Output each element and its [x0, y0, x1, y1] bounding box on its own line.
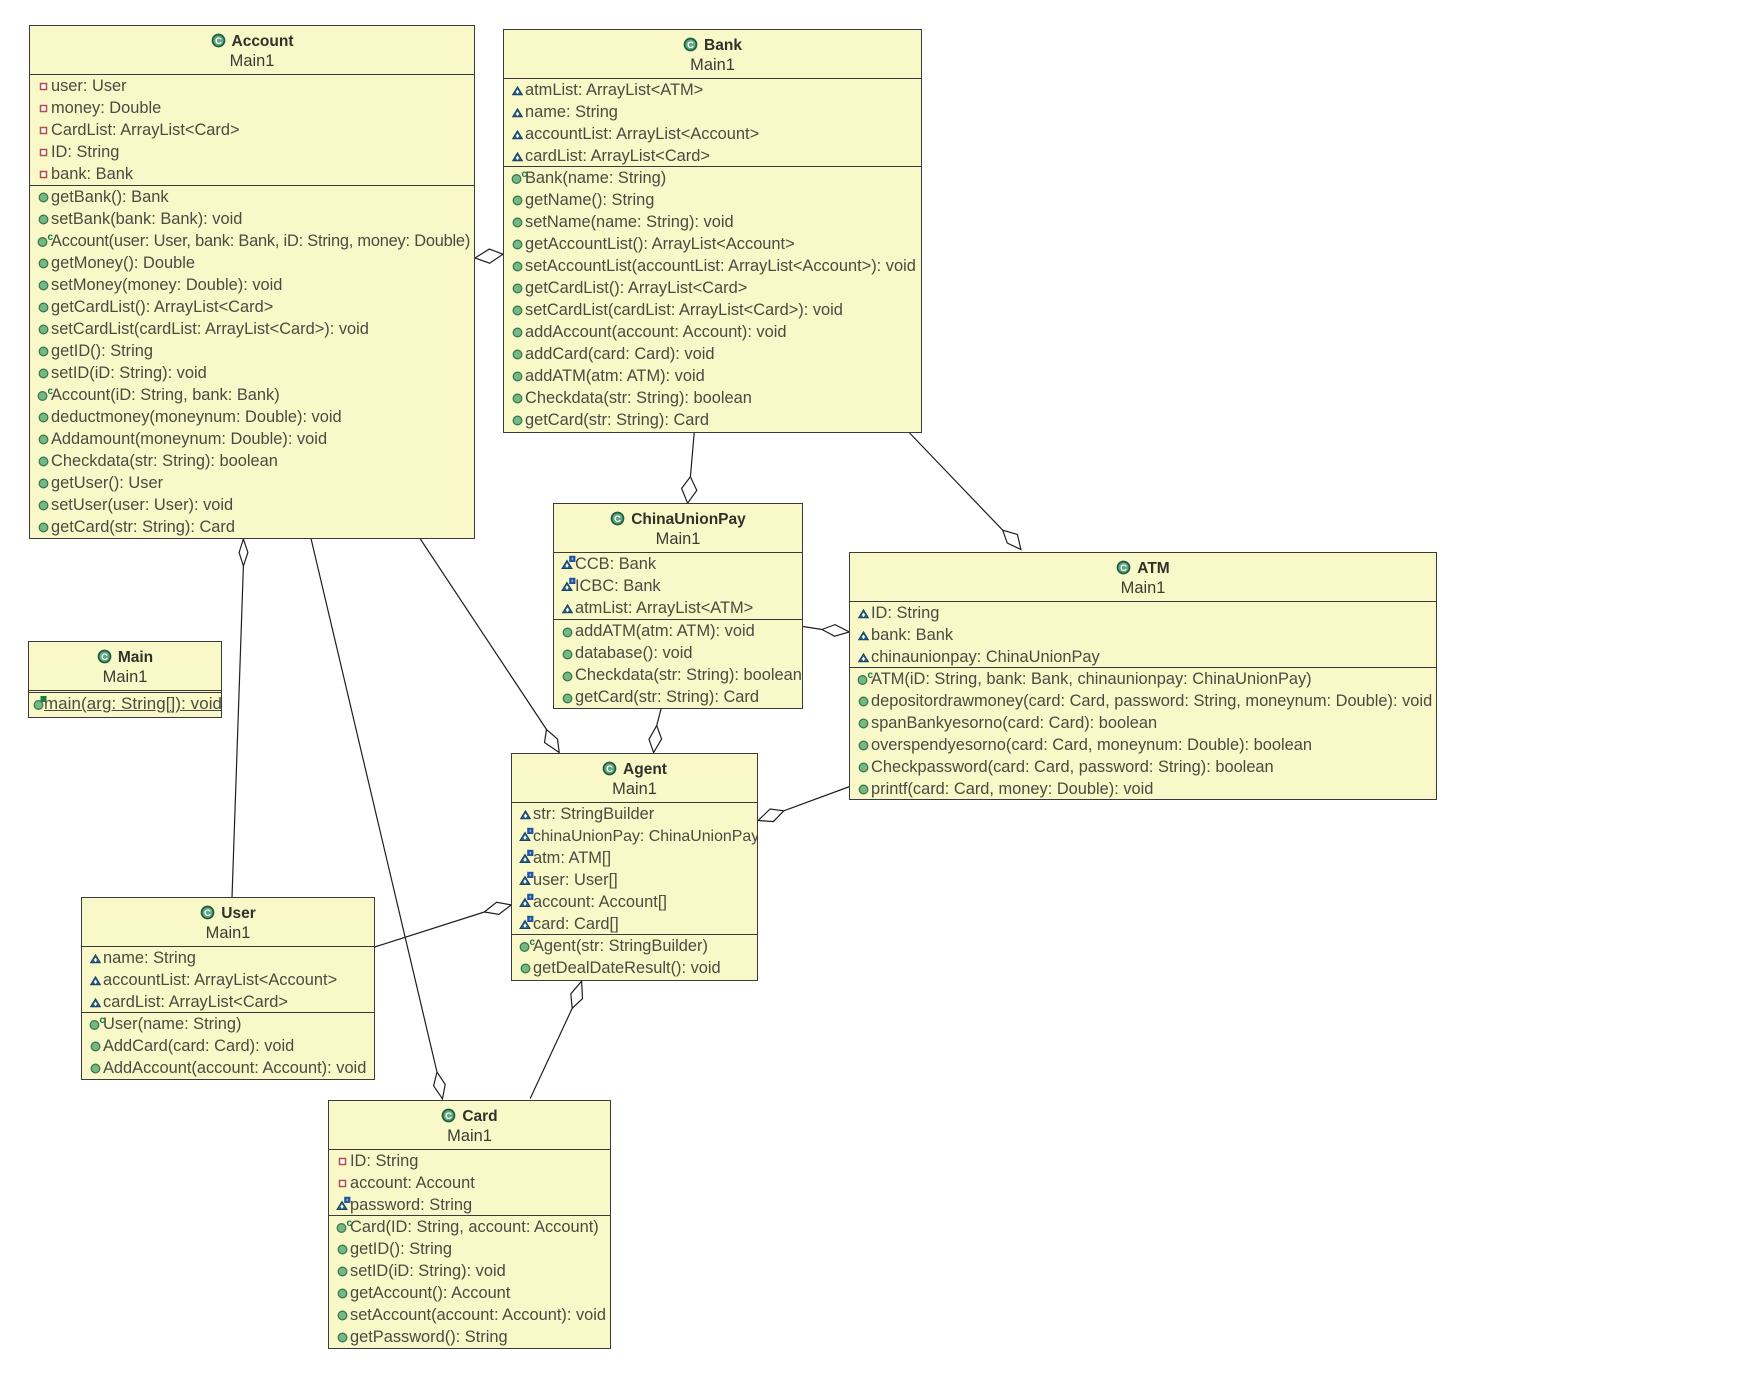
- svg-text:c: c: [522, 169, 528, 180]
- svg-text:c: c: [868, 670, 874, 681]
- svg-text:C: C: [1120, 563, 1127, 574]
- svg-text:c: c: [347, 1218, 353, 1229]
- svg-text:C: C: [687, 40, 694, 51]
- svg-text:c: c: [48, 386, 54, 397]
- svg-text:C: C: [101, 652, 108, 663]
- svg-text:c: c: [48, 232, 54, 243]
- svg-text:c: c: [100, 1015, 106, 1026]
- svg-text:C: C: [606, 764, 613, 775]
- svg-text:C: C: [614, 514, 621, 525]
- svg-text:C: C: [445, 1111, 452, 1122]
- svg-text:C: C: [204, 908, 211, 919]
- svg-text:C: C: [215, 36, 222, 47]
- svg-text:c: c: [530, 937, 536, 948]
